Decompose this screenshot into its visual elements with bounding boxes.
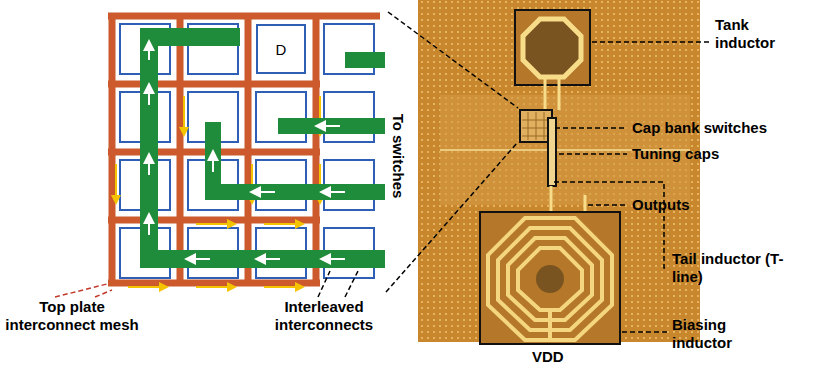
- plate-square: D: [256, 24, 306, 74]
- mesh-leaders: [55, 284, 112, 297]
- callout-label: Top plate interconnect mesh: [2, 298, 142, 334]
- callout-label: Tail inductor (T-line): [672, 250, 790, 286]
- callout-label: Outputs: [632, 196, 792, 214]
- callout-label: VDD: [532, 348, 592, 366]
- square-label: D: [276, 41, 287, 58]
- callout-label: Tuning caps: [632, 145, 792, 163]
- interconnect-mesh: [108, 13, 380, 286]
- chip-photo: [418, 0, 700, 344]
- callout-label: Biasing inductor: [672, 316, 782, 352]
- flow-arrows: [149, 45, 345, 259]
- vertical-label: To switches: [389, 106, 407, 206]
- callout-label: Interleaved interconnects: [258, 298, 390, 334]
- callout-label: Tank inductor: [715, 16, 810, 52]
- leader-lines: [318, 12, 711, 332]
- callout-label: Cap bank switches: [632, 119, 792, 137]
